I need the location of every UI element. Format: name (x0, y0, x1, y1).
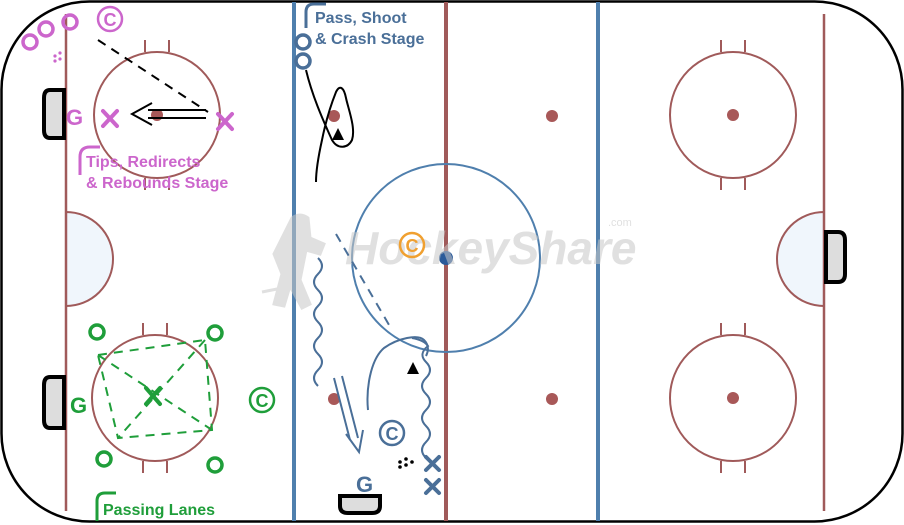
right-goal-crease (776, 210, 825, 308)
svg-text:C: C (104, 10, 117, 30)
pass-shoot-stage-group: Pass, Shoot & Crash Stage C (294, 2, 441, 497)
net-left-bottom (42, 375, 66, 430)
goalie-label-green: G (70, 393, 87, 418)
watermark-brand-text: HockeyShare (345, 222, 637, 274)
neutral-dot-left-top (328, 110, 340, 122)
green-o-player (206, 456, 224, 474)
coach-marker-blue: C (378, 419, 406, 447)
passing-lanes-group: G C Passing Lanes (70, 323, 276, 521)
left-goal-crease (65, 210, 114, 308)
net-bottom-center (338, 494, 382, 515)
stage-passing-label: Passing Lanes (103, 502, 215, 519)
purple-o-player (61, 13, 79, 31)
neutral-dot-right-bottom (546, 393, 558, 405)
center-faceoff-circle (351, 163, 541, 353)
faceoff-circle-bottom-right (669, 323, 797, 473)
purple-x-player-right (216, 112, 234, 131)
goalie-label-blue: G (356, 472, 373, 497)
faceoff-circle-top-right (669, 40, 797, 190)
shooter-triangle-top (332, 128, 344, 140)
blue-o-player (294, 33, 312, 51)
pass-line-dashed-blue (335, 233, 393, 331)
net-left-top (42, 88, 66, 140)
green-x-player (144, 386, 162, 406)
purple-o-player (37, 20, 55, 38)
shot-arrow-blue (333, 375, 364, 455)
coach-marker-green: C (248, 386, 276, 414)
label-bracket-green (95, 491, 116, 521)
stage-pass-label-line2: & Crash Stage (315, 31, 424, 48)
blue-o-player (294, 52, 312, 70)
skating-path-top (305, 69, 355, 183)
goalie-label-purple: G (66, 105, 83, 130)
skating-path-wavy-left (313, 257, 323, 387)
watermark-suffix-text: .com (608, 217, 632, 229)
neutral-dot-right-top (546, 110, 558, 122)
green-o-player (95, 450, 113, 468)
shot-arrow-double (129, 102, 206, 126)
green-o-player (88, 323, 106, 341)
purple-o-player (21, 33, 39, 51)
blue-x-player-top (424, 455, 441, 472)
net-right (824, 230, 847, 284)
pass-line-dashed-purple (97, 39, 209, 113)
puck-pile-purple (53, 51, 62, 63)
svg-text:C: C (256, 391, 269, 411)
puck-pile-blue (398, 457, 414, 469)
skating-path-loop (366, 336, 429, 411)
svg-text:C: C (386, 424, 399, 444)
watermark-player-icon (261, 213, 326, 310)
stage-tips-label-line2: & Rebounds Stage (86, 175, 228, 192)
stage-pass-label-line1: Pass, Shoot (315, 10, 407, 27)
stage-tips-label-line1: Tips, Redirects (86, 154, 201, 171)
faceoff-circle-bottom-left (91, 323, 219, 473)
label-bracket-blue (304, 2, 326, 28)
tips-stage-group: C G Tips, Redirects & Rebounds Stage (21, 5, 234, 192)
watermark-logo: HockeyShare .com (261, 213, 637, 310)
coach-marker-purple: C (96, 5, 124, 33)
svg-text:C: C (406, 236, 419, 256)
purple-x-player-left (101, 109, 119, 128)
blue-x-player-bottom (424, 478, 441, 495)
skating-path-wavy-right (411, 337, 431, 459)
green-o-player (206, 324, 224, 342)
coach-marker-orange: C (398, 231, 426, 259)
shooter-triangle-bottom (407, 362, 419, 374)
label-bracket-purple (78, 145, 100, 175)
neutral-dot-left-bottom (328, 393, 340, 405)
